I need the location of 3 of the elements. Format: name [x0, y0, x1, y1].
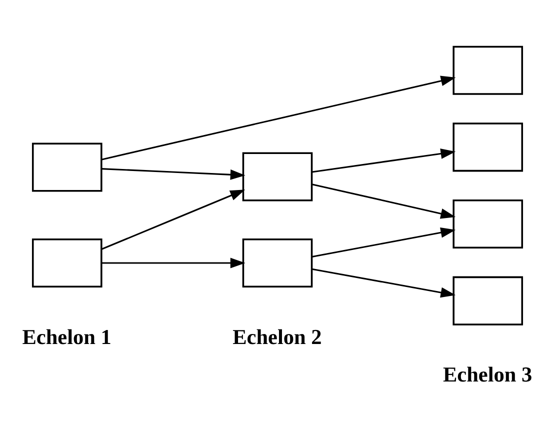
label: Echelon 1	[22, 324, 112, 348]
label: Echelon 3	[442, 362, 532, 386]
label: Echelon 2	[232, 324, 322, 348]
